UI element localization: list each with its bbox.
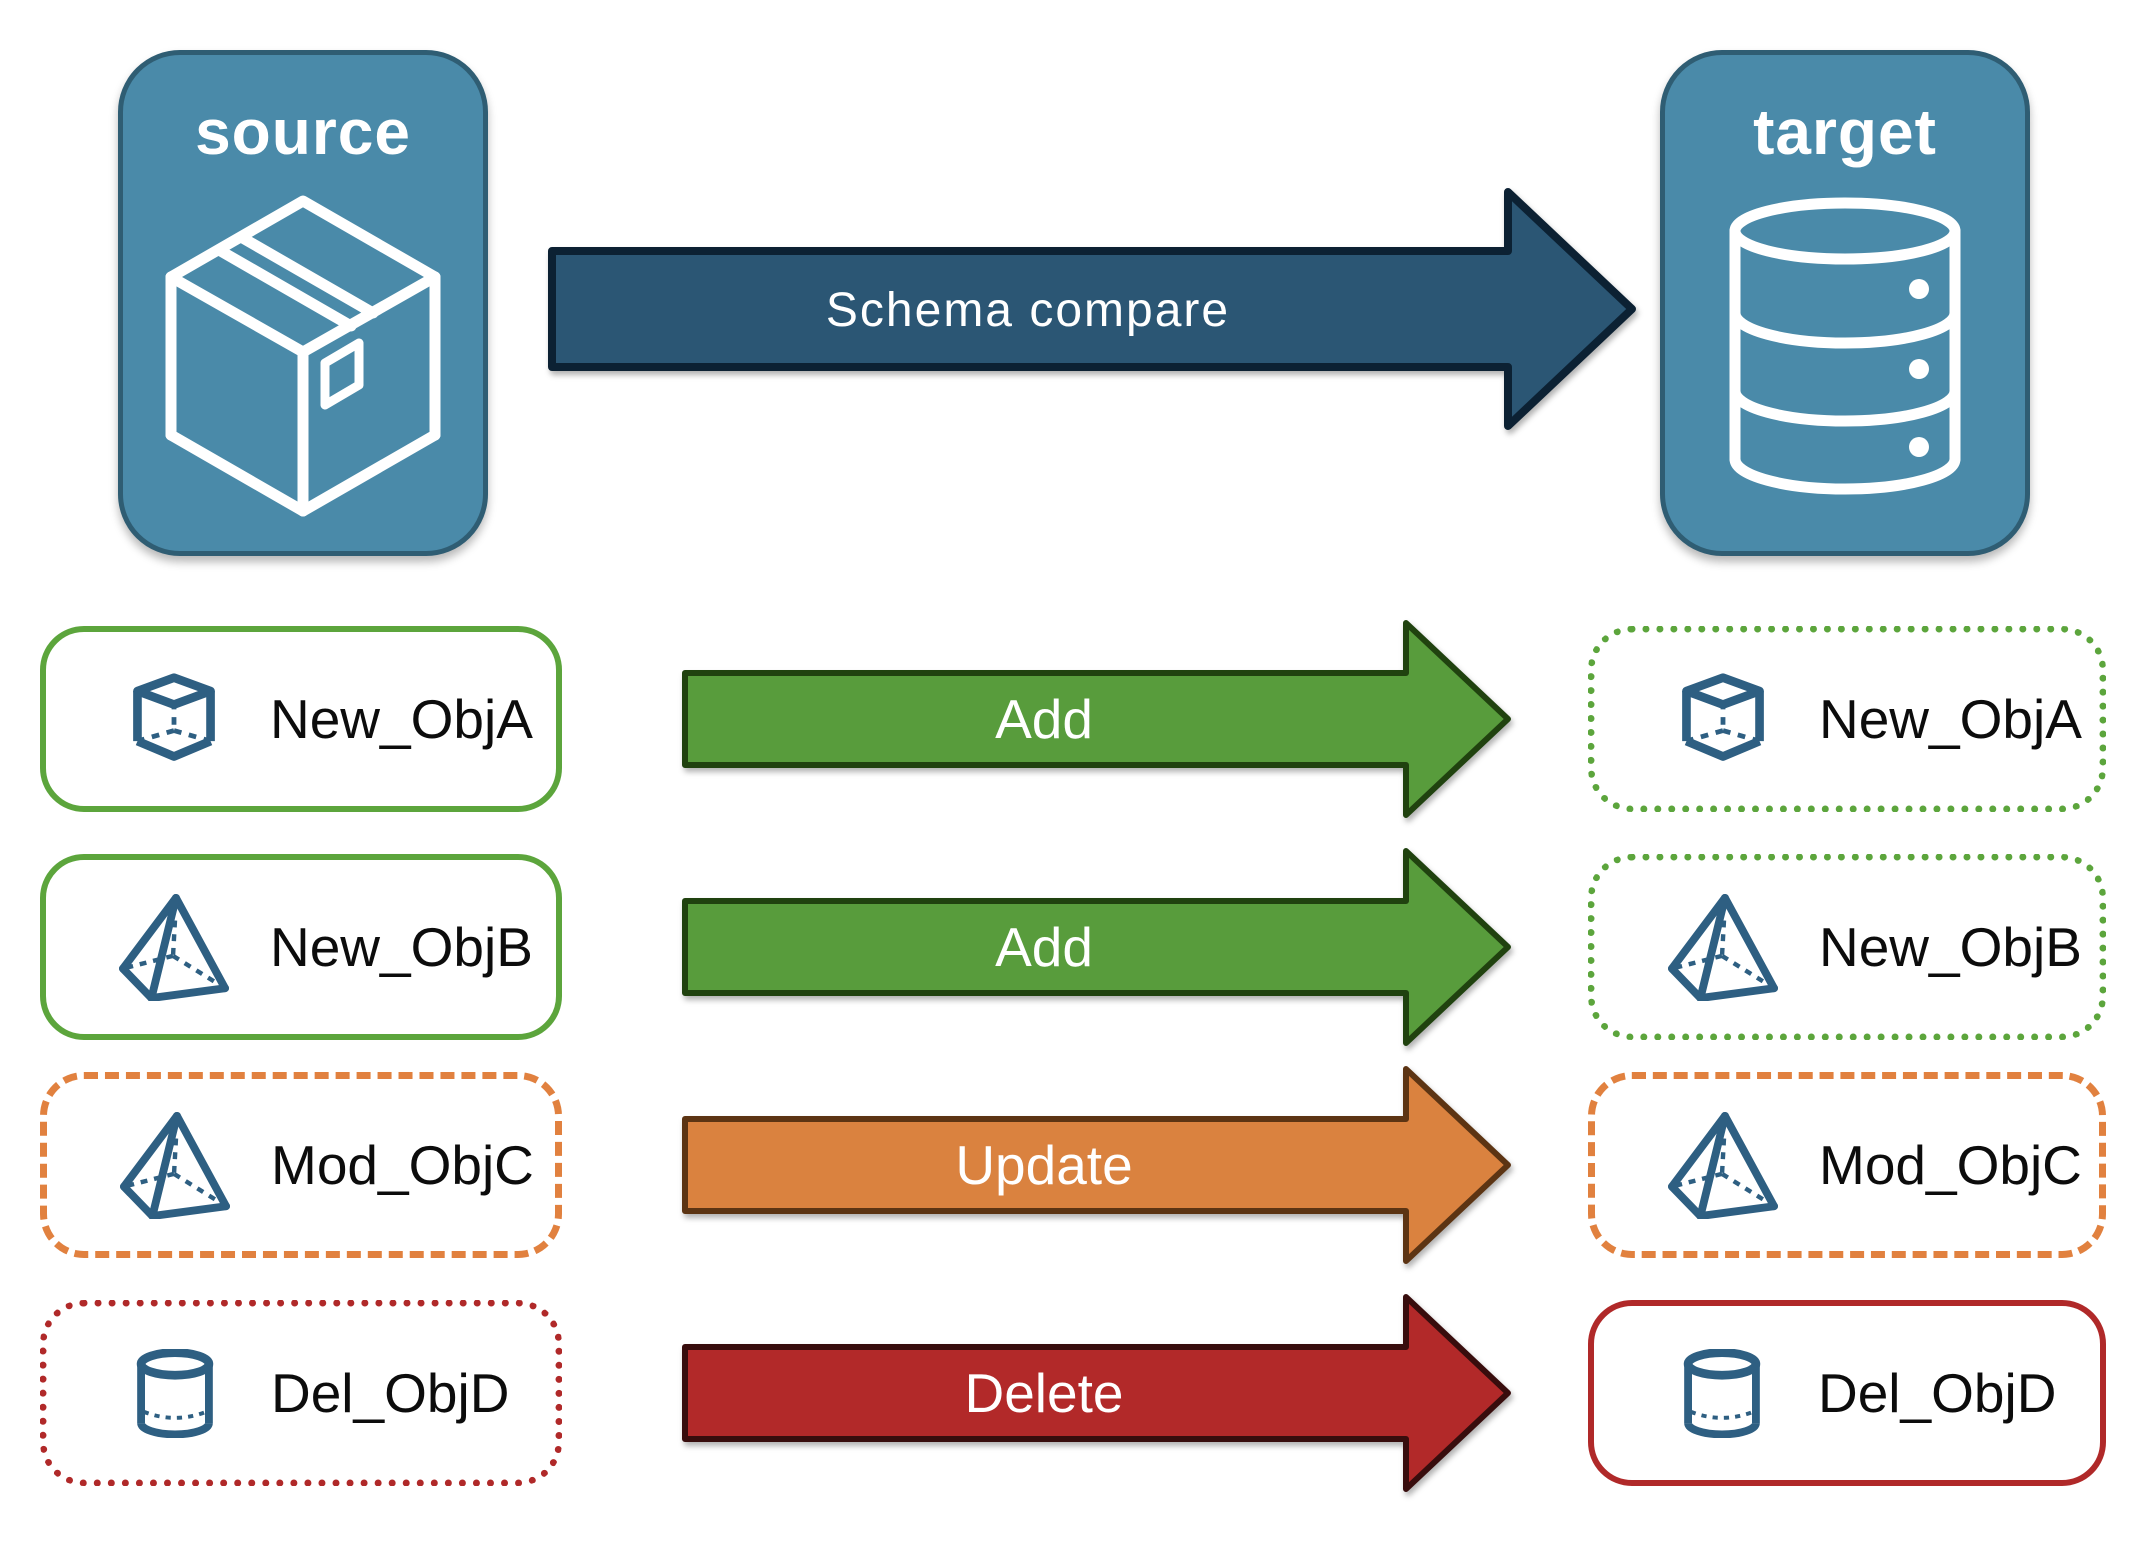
- object-label: New_ObjA: [270, 688, 533, 750]
- source-object-new-obja: New_ObjA: [40, 626, 562, 812]
- source-object-new-objb: New_ObjB: [40, 854, 562, 1040]
- target-object-del-objd: Del_ObjD: [1588, 1300, 2106, 1486]
- object-label: New_ObjB: [1819, 916, 2082, 978]
- object-label: Mod_ObjC: [271, 1134, 534, 1196]
- pyramid-icon: [1665, 1111, 1781, 1219]
- cylinder-icon: [1664, 1348, 1780, 1438]
- add-arrow-label: Add: [995, 688, 1093, 750]
- update-arrow: [682, 1066, 1511, 1264]
- object-label: New_ObjA: [1819, 688, 2082, 750]
- pyramid-icon: [116, 893, 232, 1001]
- cube-icon: [116, 672, 232, 766]
- object-label: Del_ObjD: [271, 1362, 510, 1424]
- target-title: target: [1753, 96, 1937, 168]
- add-arrow: [682, 848, 1511, 1046]
- add-arrow-label: Add: [995, 916, 1093, 978]
- source-node: source: [118, 50, 488, 556]
- source-object-mod-objc: Mod_ObjC: [40, 1072, 562, 1258]
- delete-arrow-label: Delete: [964, 1362, 1124, 1424]
- target-object-new-objb: New_ObjB: [1588, 854, 2106, 1040]
- package-icon: [165, 195, 441, 517]
- add-arrow: [682, 620, 1511, 818]
- target-node: target: [1660, 50, 2030, 556]
- update-arrow-label: Update: [955, 1134, 1133, 1196]
- source-title: source: [195, 96, 411, 168]
- pyramid-icon: [1665, 893, 1781, 1001]
- object-label: Del_ObjD: [1818, 1362, 2057, 1424]
- schema-compare-label: Schema compare: [825, 283, 1231, 337]
- cube-icon: [1665, 672, 1781, 766]
- schema-compare-arrow: [548, 188, 1636, 430]
- object-label: Mod_ObjC: [1819, 1134, 2082, 1196]
- pyramid-icon: [117, 1111, 233, 1219]
- target-object-new-obja: New_ObjA: [1588, 626, 2106, 812]
- cylinder-icon: [117, 1348, 233, 1438]
- object-label: New_ObjB: [270, 916, 533, 978]
- target-object-mod-objc: Mod_ObjC: [1588, 1072, 2106, 1258]
- delete-arrow: [682, 1294, 1511, 1492]
- database-icon: [1729, 197, 1961, 495]
- source-object-del-objd: Del_ObjD: [40, 1300, 562, 1486]
